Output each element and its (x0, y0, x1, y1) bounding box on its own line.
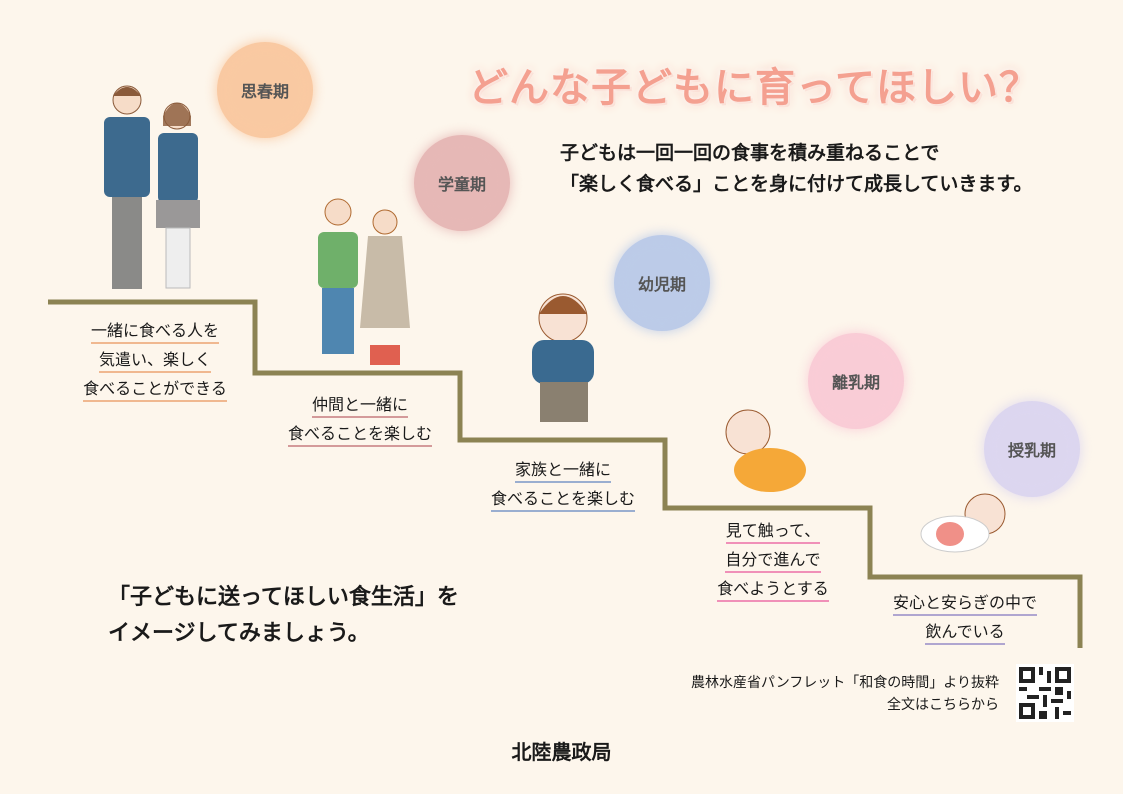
school-children-illustration (318, 198, 410, 365)
stage-description-school-age: 仲間と一緒に 食べることを楽しむ (245, 392, 475, 450)
lead-text: 子どもは一回一回の食事を積み重ねることで 「楽しく食べる」ことを身に付けて成長し… (560, 142, 1033, 195)
stage-description-nursing: 安心と安らぎの中で 飲んでいる (850, 590, 1080, 648)
call-to-action-text: 「子どもに送ってほしい食生活」を イメージしてみましょう。 (108, 585, 459, 646)
page-title: どんな子どもに育ってほしい？ (468, 65, 1040, 111)
stage-description-early-childhood: 家族と一緒に 食べることを楽しむ (448, 457, 678, 515)
infant-illustration (920, 493, 1006, 553)
stage-description-adolescence: 一緒に食べる人を 気遣い、楽しく 食べることができる (40, 318, 270, 405)
stage-badge-adolescence: 思春期 (217, 42, 313, 138)
organization-name: 北陸農政局 (511, 740, 612, 764)
stage-badge-weaning: 離乳期 (808, 333, 904, 429)
stage-badge-nursing: 授乳期 (984, 401, 1080, 497)
stage-badge-early-childhood: 幼児期 (614, 235, 710, 331)
toddler-illustration (532, 293, 594, 422)
stage-badge-school-age: 学童期 (414, 135, 510, 231)
crawling-baby-illustration (725, 409, 806, 492)
source-note: 農林水産省パンフレット「和食の時間」より抜粋 全文はこちらから (691, 675, 999, 713)
stage-description-weaning: 見て触って、 自分で進んで 食べようとする (658, 518, 888, 605)
qr-code-icon[interactable] (1016, 664, 1074, 722)
teen-figures-illustration (104, 85, 200, 289)
